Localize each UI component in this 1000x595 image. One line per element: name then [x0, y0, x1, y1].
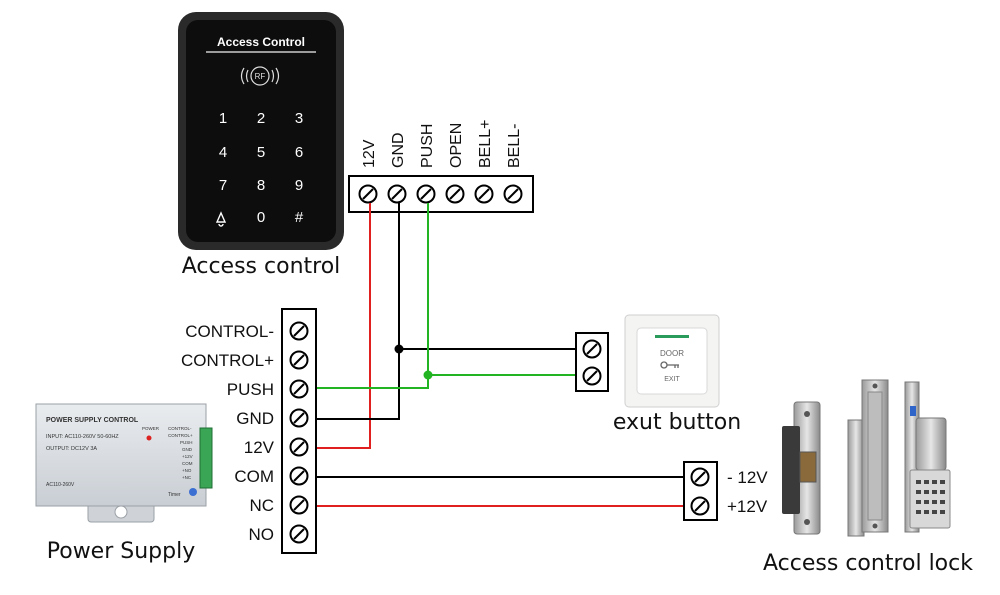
- keypad-terminal-label-bell-plus: BELL+: [477, 120, 494, 168]
- keypad-caption: Access control: [182, 254, 341, 279]
- rf-badge: RF: [255, 72, 266, 81]
- key-icon: [660, 361, 679, 369]
- keypad-terminal-label-gnd: GND: [390, 132, 407, 168]
- screw-icon[interactable]: [474, 184, 494, 204]
- screw-icon[interactable]: [690, 467, 710, 487]
- screw-icon[interactable]: [358, 184, 378, 204]
- screw-icon[interactable]: [582, 339, 602, 359]
- psu-pin-label: +NC: [182, 475, 192, 480]
- key-8[interactable]: 8: [257, 177, 265, 194]
- psu-pin-label: CONTROL+: [168, 433, 193, 438]
- lock-terminal-block: - 12V +12V: [683, 461, 768, 521]
- wire-12v-red: [307, 203, 371, 449]
- psu-pin-label: COM: [182, 461, 193, 466]
- psu-label-bottom: AC110-260V: [46, 482, 75, 488]
- key-3[interactable]: 3: [295, 110, 303, 127]
- controller-label-com: COM: [234, 467, 274, 486]
- key-0[interactable]: 0: [257, 209, 265, 226]
- psu-mount-hole: [114, 505, 128, 519]
- screw-icon[interactable]: [289, 524, 309, 544]
- wire-gnd-black: [307, 203, 400, 420]
- wires: [307, 203, 690, 507]
- controller-label-12v: 12V: [244, 438, 275, 457]
- psu-timer-label: Timer: [168, 492, 181, 498]
- exit-button-terminal-block: [575, 332, 609, 392]
- psu-label-power: POWER: [142, 426, 160, 431]
- controller-label-control-minus: CONTROL-: [185, 322, 274, 341]
- key-6[interactable]: 6: [295, 144, 303, 161]
- controller-terminal-block: CONTROL- CONTROL+ PUSH GND 12V COM NC NO: [181, 308, 317, 554]
- key-7[interactable]: 7: [219, 177, 227, 194]
- screw-icon[interactable]: [445, 184, 465, 204]
- screw-icon[interactable]: [289, 379, 309, 399]
- controller-terminal-frame: [281, 308, 317, 554]
- exit-button-face[interactable]: [636, 327, 708, 395]
- key-5[interactable]: 5: [257, 144, 265, 161]
- rf-icon: RF: [240, 66, 280, 86]
- psu-terminal-strip: [199, 427, 213, 489]
- keypad-terminal-label-12v: 12V: [361, 139, 378, 168]
- screw-icon[interactable]: [387, 184, 407, 204]
- psu-pin-label: GND: [182, 447, 193, 452]
- key-9[interactable]: 9: [295, 177, 303, 194]
- bell-icon[interactable]: [215, 211, 227, 227]
- controller-label-control-plus: CONTROL+: [181, 351, 274, 370]
- power-supply-caption: Power Supply: [47, 539, 195, 564]
- screw-icon[interactable]: [582, 366, 602, 386]
- psu-pin-label: +12V: [182, 454, 193, 459]
- junction-dot-push: [423, 370, 433, 380]
- keypad-device: Access Control RF 1 2 3 4 5 6 7 8 9 0 #: [178, 12, 344, 250]
- exit-button-led-strip: [655, 335, 689, 338]
- key-hash[interactable]: #: [295, 209, 304, 226]
- screw-icon[interactable]: [289, 408, 309, 428]
- keypad-terminal-label-open: OPEN: [448, 123, 465, 168]
- controller-label-no: NO: [249, 525, 275, 544]
- key-1[interactable]: 1: [219, 110, 227, 127]
- exit-button-device[interactable]: DOOR EXIT: [624, 314, 720, 408]
- lock-caption: Access control lock: [763, 551, 973, 576]
- screw-icon[interactable]: [416, 184, 436, 204]
- keypad-terminal-frame: [348, 175, 534, 213]
- psu-label-output: OUTPUT: DC12V 3A: [46, 446, 97, 452]
- timer-knob-icon[interactable]: [189, 488, 197, 496]
- exit-button-text-bottom: EXIT: [664, 376, 680, 383]
- psu-pin-label: CONTROL-: [168, 426, 192, 431]
- exit-button-caption: exut button: [613, 410, 741, 435]
- magnetic-lock-icon: [847, 379, 889, 537]
- power-led-icon: [146, 435, 152, 441]
- controller-label-gnd: GND: [236, 409, 274, 428]
- controller-label-push: PUSH: [227, 380, 274, 399]
- screw-icon[interactable]: [289, 437, 309, 457]
- screw-icon[interactable]: [690, 496, 710, 516]
- keypad-terminal-label-bell-minus: BELL-: [506, 124, 523, 168]
- psu-pin-label: +NO: [182, 468, 192, 473]
- keypad-terminal-block: 12V GND PUSH OPEN BELL+ BELL-: [348, 120, 534, 213]
- exit-button-text-top: DOOR: [660, 349, 684, 358]
- screw-icon[interactable]: [289, 495, 309, 515]
- psu-label-title: POWER SUPPLY CONTROL: [46, 417, 139, 424]
- keypad-title: Access Control: [217, 35, 305, 49]
- electric-strike-icon: [782, 401, 821, 535]
- lock-terminal-label-minus-12v: - 12V: [727, 468, 768, 487]
- lock-terminal-label-plus-12v: +12V: [727, 497, 768, 516]
- key-2[interactable]: 2: [257, 110, 265, 127]
- junction-dot-gnd: [394, 344, 404, 354]
- lock-devices: [782, 379, 951, 537]
- screw-icon[interactable]: [503, 184, 523, 204]
- psu-label-input: INPUT: AC110-260V 50-60HZ: [46, 434, 119, 440]
- controller-label-nc: NC: [249, 496, 274, 515]
- keypad-terminal-label-push: PUSH: [419, 124, 436, 168]
- screw-icon[interactable]: [289, 350, 309, 370]
- wire-push-green: [307, 203, 429, 389]
- screw-icon[interactable]: [289, 321, 309, 341]
- power-supply-unit: POWER SUPPLY CONTROL INPUT: AC110-260V 5…: [35, 403, 213, 523]
- bolt-lock-icon: [904, 381, 951, 533]
- screw-icon[interactable]: [289, 466, 309, 486]
- key-4[interactable]: 4: [219, 144, 227, 161]
- keypad-face: [186, 20, 336, 242]
- psu-pin-label: PUSH: [180, 440, 193, 445]
